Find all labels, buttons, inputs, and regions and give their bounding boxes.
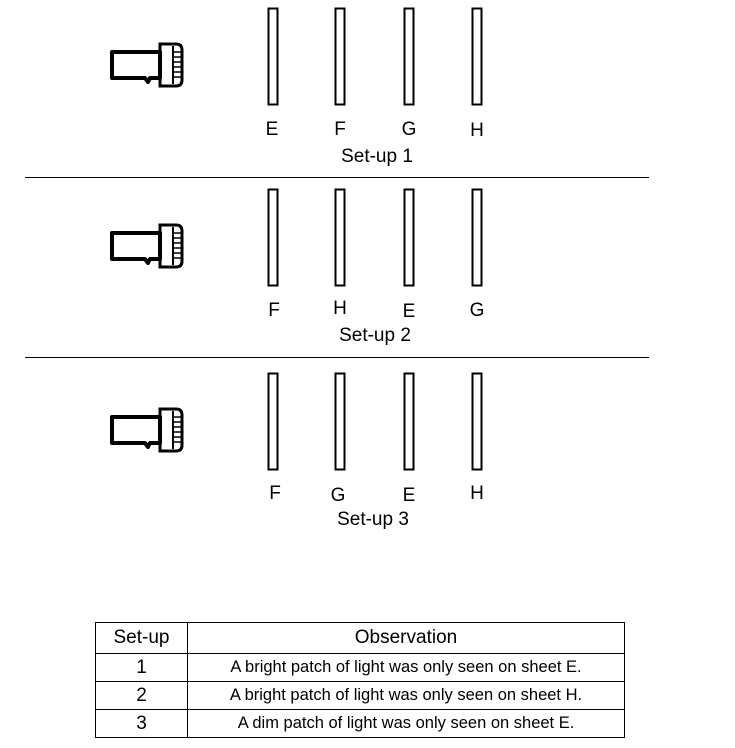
- observation-table: Set-up Observation 1 A bright patch of l…: [95, 622, 625, 738]
- sheet-label: F: [334, 119, 346, 140]
- sheet-label: E: [403, 485, 416, 506]
- table-row: 2 A bright patch of light was only seen …: [95, 681, 625, 710]
- setups-diagram: E F G H Set-up 1 F H E G Set-up 2 F G E …: [25, 7, 649, 530]
- sheet: [267, 7, 279, 106]
- table-row: 1 A bright patch of light was only seen …: [95, 653, 625, 682]
- cell-setup: 3: [95, 709, 188, 738]
- sheet-label: F: [268, 300, 280, 321]
- sheet: [334, 188, 346, 287]
- sheet: [403, 7, 415, 106]
- cell-observation: A bright patch of light was only seen on…: [187, 681, 625, 710]
- torch-icon: [110, 407, 184, 453]
- sheet: [334, 372, 346, 471]
- sheet: [471, 188, 483, 287]
- sheet-label: G: [402, 119, 417, 140]
- torch-icon: [110, 223, 184, 269]
- sheet: [403, 372, 415, 471]
- sheet: [471, 372, 483, 471]
- sheet: [334, 7, 346, 106]
- sheet-label: E: [266, 119, 279, 140]
- sheet-label: F: [269, 483, 281, 504]
- setup-caption: Set-up 2: [339, 325, 411, 346]
- table-header-row: Set-up Observation: [95, 622, 625, 654]
- cell-observation: A dim patch of light was only seen on sh…: [187, 709, 625, 738]
- table-row: 3 A dim patch of light was only seen on …: [95, 709, 625, 738]
- sheet: [471, 7, 483, 106]
- sheet-label: H: [470, 483, 484, 504]
- sheet-label: G: [331, 485, 346, 506]
- sheet: [403, 188, 415, 287]
- sheet-label: H: [333, 298, 347, 319]
- torch-icon: [110, 42, 184, 88]
- sheet: [267, 188, 279, 287]
- setup-caption: Set-up 3: [337, 509, 409, 530]
- setup-1: E F G H Set-up 1: [110, 7, 484, 167]
- cell-setup: 1: [95, 653, 188, 682]
- sheet-label: E: [403, 301, 416, 322]
- header-setup: Set-up: [95, 622, 188, 654]
- cell-setup: 2: [95, 681, 188, 710]
- sheet-label: G: [470, 300, 485, 321]
- setup-2: F H E G Set-up 2: [110, 188, 485, 346]
- setup-3: F G E H Set-up 3: [110, 372, 484, 530]
- setup-caption: Set-up 1: [341, 146, 413, 167]
- header-observation: Observation: [187, 622, 625, 654]
- sheet-label: H: [470, 120, 484, 141]
- sheet: [267, 372, 279, 471]
- cell-observation: A bright patch of light was only seen on…: [187, 653, 625, 682]
